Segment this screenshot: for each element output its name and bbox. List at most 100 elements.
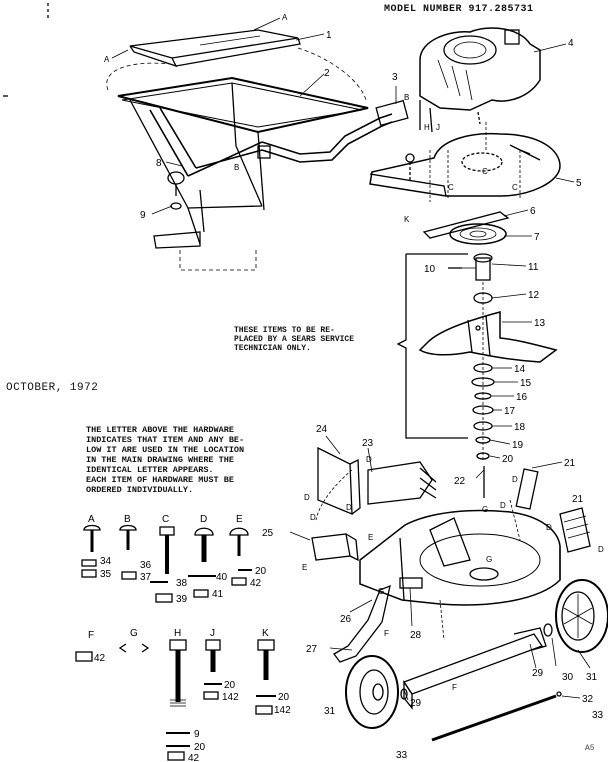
loc-letter: C	[512, 183, 518, 192]
wheel	[555, 579, 608, 653]
part-label: 29	[532, 668, 544, 679]
hw-nut	[75, 651, 93, 662]
part-label: 28	[410, 630, 422, 641]
part-label: 12	[528, 290, 540, 301]
hw-letter: C	[162, 514, 169, 525]
part-label: 13	[534, 318, 546, 329]
model-number: MODEL NUMBER 917.285731	[384, 4, 534, 15]
engine	[419, 27, 541, 111]
hw-number: 38	[176, 578, 188, 589]
part-label: 2	[324, 68, 330, 79]
loc-letter: J	[436, 123, 440, 132]
part-label: 23	[362, 438, 374, 449]
hw-number: 34	[100, 556, 112, 567]
part-label: 27	[306, 644, 318, 655]
hw-number: 40	[216, 572, 228, 583]
hw-number: 42	[94, 653, 106, 664]
part-label: 33	[592, 710, 604, 721]
washer	[543, 623, 553, 637]
loc-letter: G	[486, 555, 492, 564]
frame-handle	[261, 121, 393, 163]
loc-letter: D	[598, 545, 604, 554]
hw-nut	[255, 705, 273, 715]
hopper-bottom	[187, 205, 263, 209]
hw-letter: E	[236, 514, 243, 525]
label-tag	[399, 577, 423, 589]
part-label: 21	[572, 494, 584, 505]
loc-letter: F	[452, 683, 457, 692]
part-label: 31	[324, 706, 336, 717]
pulley-hub	[469, 230, 487, 238]
wheel-rim	[359, 669, 389, 715]
part-label: 6	[530, 206, 536, 217]
loc-letter: G	[378, 587, 384, 596]
hopper-cover	[129, 29, 299, 59]
engine-bracket	[375, 99, 409, 127]
hw-bolt-c-head	[159, 526, 175, 536]
hw-nut	[121, 571, 137, 580]
plate-bracket	[422, 211, 510, 239]
frame-strut	[149, 107, 197, 177]
hardware-note: THE LETTER ABOVE THE HARDWARE INDICATES …	[86, 425, 245, 495]
part-label: 15	[520, 378, 532, 389]
engine-shaft	[477, 111, 481, 125]
part-label: 1	[326, 30, 332, 41]
bracket-fins	[419, 467, 437, 499]
loc-letter: C	[448, 183, 454, 192]
part-label: 22	[454, 476, 466, 487]
location-letters: A A B B C C C D D D D D D D D E E F F G …	[104, 13, 604, 692]
engine-plate	[369, 132, 561, 197]
hopper-frame	[117, 76, 369, 134]
gear-bracket	[367, 461, 433, 505]
part-label: 21	[564, 458, 576, 469]
washer	[400, 688, 408, 700]
pulley-ring	[459, 227, 497, 241]
support-leg	[333, 584, 391, 663]
side-plate	[515, 468, 539, 510]
hw-number: 20	[255, 566, 267, 577]
loc-letter: E	[302, 563, 307, 572]
housing-hub	[469, 567, 499, 581]
part-label: 32	[582, 694, 594, 705]
dashed-guide	[429, 150, 449, 202]
axle-bracket	[403, 633, 543, 695]
part-label: 7	[534, 232, 540, 243]
engine-fins	[437, 59, 473, 101]
axle-bracket-end	[403, 679, 413, 710]
part-label: 8	[156, 158, 162, 169]
loc-letter: C	[482, 167, 488, 176]
washer	[474, 392, 492, 400]
service-bracket	[396, 253, 468, 439]
hw-letter: B	[124, 514, 131, 525]
loc-letter: B	[404, 93, 409, 102]
hw-bolt-k-head	[257, 639, 275, 651]
hw-number: 37	[140, 572, 152, 583]
wheel-spokes	[563, 594, 593, 638]
frame-handle	[261, 113, 393, 155]
part-label: 9	[140, 210, 146, 221]
hw-letter: H	[174, 628, 181, 639]
loc-letter: A	[282, 13, 288, 22]
impeller	[418, 311, 558, 363]
part-label: 19	[512, 440, 524, 451]
hw-bolt-h-head	[169, 639, 187, 651]
side-plate	[559, 507, 591, 553]
part-label: 4	[568, 38, 574, 49]
engine-shroud-inner	[453, 41, 487, 59]
part-label: 3	[392, 72, 398, 83]
hw-nut	[203, 691, 219, 700]
part-label: 25	[262, 528, 274, 539]
hw-letter: D	[200, 514, 207, 525]
axle-rod	[431, 694, 557, 742]
part-label: 11	[528, 262, 539, 273]
part-label: 18	[514, 422, 526, 433]
hw-screw-e-head	[229, 527, 249, 536]
loc-letter: B	[234, 163, 239, 172]
hw-bolt-d-head	[194, 527, 214, 536]
hw-number: 9	[194, 729, 200, 740]
hopper-cover-line	[199, 35, 261, 46]
part-label: 24	[316, 424, 328, 435]
deflector-edge	[349, 458, 361, 515]
hw-letter: F	[88, 630, 94, 641]
